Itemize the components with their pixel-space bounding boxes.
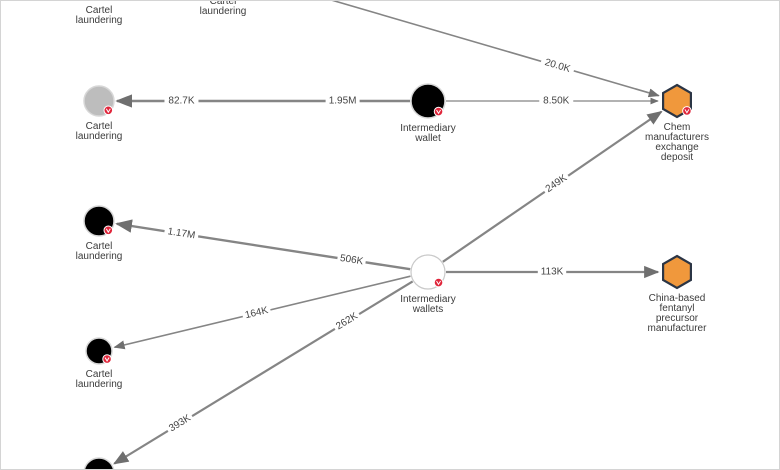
edge-label-bg bbox=[537, 266, 567, 278]
alert-badge-icon bbox=[103, 225, 114, 236]
edge-label-bg bbox=[163, 225, 200, 243]
edge-label-group: 393K bbox=[164, 411, 196, 437]
alert-badge-glyph bbox=[684, 109, 690, 114]
edge-label: 164K bbox=[244, 305, 270, 321]
alert-badge-icon bbox=[433, 106, 444, 117]
edge-label: 1.95M bbox=[329, 96, 357, 107]
node-c4[interactable] bbox=[83, 457, 115, 470]
node-label-line: manufacturer bbox=[647, 323, 707, 334]
node-label-line: fentanyl bbox=[659, 303, 695, 314]
node-label-line: manufacturers bbox=[645, 132, 709, 143]
alert-badge-glyph bbox=[436, 280, 441, 286]
node-label-line: exchange bbox=[655, 142, 699, 153]
edge-label-bg bbox=[541, 170, 572, 197]
node-label-line: laundering bbox=[75, 15, 123, 26]
node-label-line: precursor bbox=[655, 313, 699, 324]
edge-label-group: 113K bbox=[537, 266, 567, 278]
edge-label-bg bbox=[331, 308, 363, 334]
node-label-line: wallets bbox=[412, 304, 444, 315]
alert-badge-glyph bbox=[105, 108, 111, 114]
hexagon-node-shape[interactable] bbox=[661, 254, 693, 290]
node-label-line: Cartel bbox=[85, 5, 113, 16]
node-label-line: Intermediary bbox=[400, 123, 456, 134]
edge-label-group: 82.7K bbox=[164, 95, 199, 107]
alert-badge-icon bbox=[682, 106, 692, 116]
edge-label-group: 249K bbox=[541, 170, 572, 197]
node-chem[interactable] bbox=[661, 83, 693, 119]
edge-label: 1.17M bbox=[167, 226, 196, 241]
edge-label-bg bbox=[325, 95, 360, 107]
node-c1[interactable] bbox=[83, 85, 115, 117]
edge-label: 506K bbox=[339, 253, 364, 267]
edge-label-bg bbox=[164, 95, 199, 107]
edge-label: 113K bbox=[541, 267, 564, 278]
alert-badge-icon bbox=[102, 354, 112, 364]
node-label-line: Cartel bbox=[85, 241, 113, 252]
node-label-line: laundering bbox=[75, 251, 123, 262]
edge-label-group: 1.17M bbox=[163, 225, 200, 243]
node-c2[interactable] bbox=[83, 205, 115, 237]
node-label-line: Cartel bbox=[85, 121, 113, 132]
node-label-line: deposit bbox=[660, 152, 694, 163]
node-label-line: laundering bbox=[75, 131, 123, 142]
edge-label: 82.7K bbox=[168, 96, 194, 107]
edge-label-group: 20.0K bbox=[539, 55, 576, 77]
edge-label-group: 164K bbox=[241, 304, 272, 323]
edge-label-bg bbox=[241, 304, 272, 323]
node-iw2[interactable] bbox=[410, 254, 446, 290]
node-label-line: laundering bbox=[75, 379, 123, 390]
alert-badge-glyph bbox=[105, 228, 111, 234]
edge-label-bg bbox=[539, 95, 574, 107]
edge-label-bg bbox=[164, 411, 196, 437]
alert-badge-icon bbox=[433, 277, 444, 288]
alert-badge-glyph bbox=[104, 357, 110, 362]
edge-c0-chem[interactable] bbox=[321, 1, 660, 98]
node-label-line: Intermediary bbox=[400, 294, 456, 305]
alert-badge-icon bbox=[103, 105, 114, 116]
node-label-line: wallet bbox=[415, 133, 441, 144]
edge-label-group: 8.50K bbox=[539, 95, 574, 107]
node-label-line: Cartel bbox=[209, 0, 237, 7]
edge-label-bg bbox=[539, 55, 576, 77]
node-iw1[interactable] bbox=[410, 83, 446, 119]
alert-badge-glyph bbox=[436, 109, 441, 115]
node-label-line: laundering bbox=[199, 6, 247, 17]
edge-label-bg bbox=[336, 252, 367, 269]
edge-label: 20.0K bbox=[543, 57, 571, 75]
node-label-line: Cartel bbox=[85, 369, 113, 380]
node-china[interactable] bbox=[661, 254, 693, 290]
node-label-line: Chem bbox=[663, 122, 691, 133]
edge-iw2-c4[interactable] bbox=[113, 280, 414, 465]
edge-label-group: 1.95M bbox=[325, 95, 360, 107]
node-label-line: China-based bbox=[648, 293, 706, 304]
edge-label-group: 506K bbox=[336, 252, 367, 269]
edge-label: 8.50K bbox=[543, 96, 569, 107]
circle-node-shape[interactable] bbox=[83, 457, 115, 470]
edge-label-group: 262K bbox=[331, 308, 363, 334]
node-c3[interactable] bbox=[85, 337, 113, 365]
